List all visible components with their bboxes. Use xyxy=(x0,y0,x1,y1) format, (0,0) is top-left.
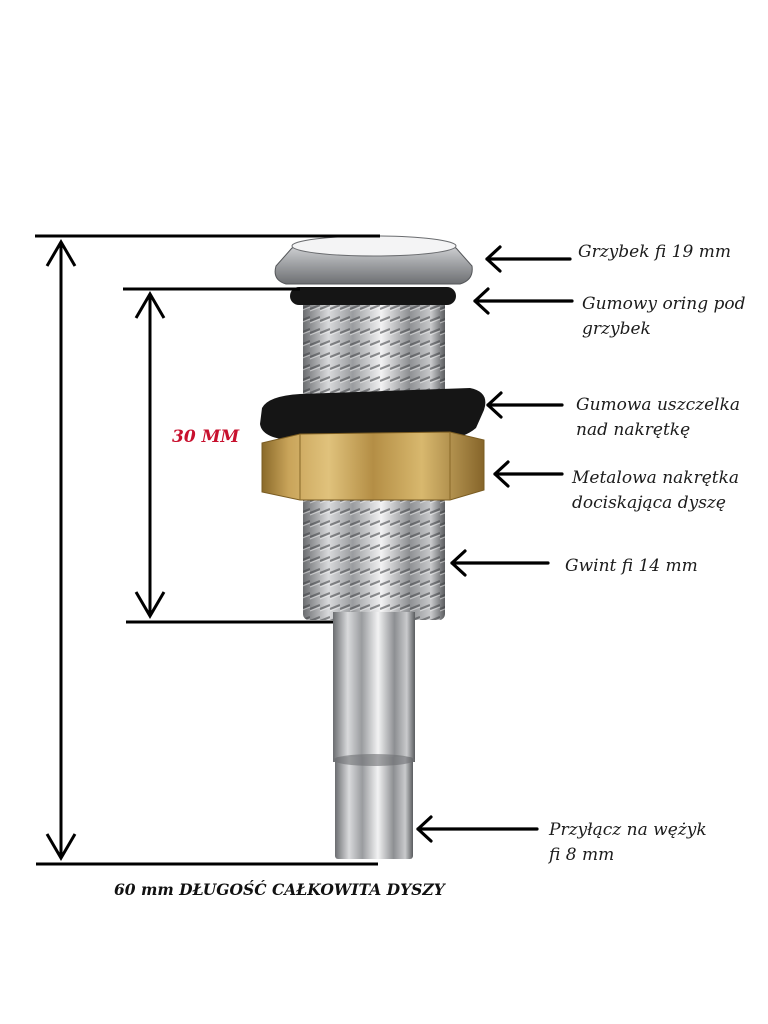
brass-nut xyxy=(261,431,485,501)
arrow-oring xyxy=(473,287,574,315)
label-grzybek-text: Grzybek fi 19 mm xyxy=(578,242,731,262)
label-uszczelka: Gumowa uszczelka nad nakrętkę xyxy=(576,393,740,443)
connector-tip xyxy=(335,757,413,859)
label-przylacz: Przyłącz na wężyk fi 8 mm xyxy=(549,818,707,868)
dimension-30mm-label: 30 MM xyxy=(172,427,240,447)
connector-tube xyxy=(333,612,415,762)
label-oring-line1: Gumowy oring pod xyxy=(582,294,746,314)
dimension-lines xyxy=(35,234,380,866)
arrow-przylacz xyxy=(416,815,539,843)
label-nakretka: Metalowa nakrętka dociskająca dyszę xyxy=(572,466,739,516)
label-przylacz-line2: fi 8 mm xyxy=(549,845,615,865)
label-gwint: Gwint fi 14 mm xyxy=(565,554,698,579)
arrow-nakretka xyxy=(493,460,564,488)
label-oring: Gumowy oring pod grzybek xyxy=(582,292,745,342)
arrow-grzybek xyxy=(485,245,572,273)
oring xyxy=(290,287,456,305)
label-przylacz-line1: Przyłącz na wężyk xyxy=(549,820,707,840)
nozzle-body xyxy=(260,235,486,859)
rubber-washer xyxy=(260,388,486,440)
label-nakretka-line2: dociskająca dyszę xyxy=(572,493,726,513)
label-uszczelka-line1: Gumowa uszczelka xyxy=(576,395,741,415)
label-oring-line2: grzybek xyxy=(582,319,651,339)
arrow-uszczelka xyxy=(486,391,564,419)
label-arrows xyxy=(416,245,574,843)
total-length-caption: 60 mm DŁUGOŚĆ CAŁKOWITA DYSZY xyxy=(114,880,445,899)
label-gwint-text: Gwint fi 14 mm xyxy=(565,556,698,576)
label-uszczelka-line2: nad nakrętkę xyxy=(576,420,691,440)
arrow-gwint xyxy=(450,549,550,577)
label-nakretka-line1: Metalowa nakrętka xyxy=(572,468,740,488)
label-grzybek: Grzybek fi 19 mm xyxy=(578,240,731,265)
